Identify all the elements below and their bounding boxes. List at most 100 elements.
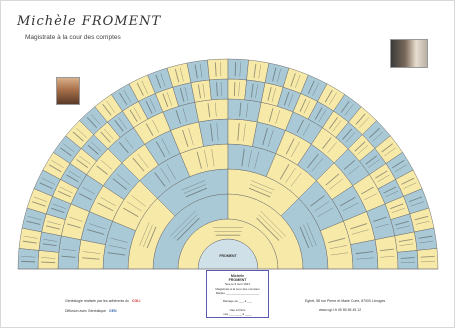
ancestor-text xyxy=(329,92,337,105)
ancestor-text xyxy=(127,201,142,212)
ancestor-text xyxy=(322,137,332,149)
page-title: Michèle FROMENT xyxy=(17,14,162,29)
ancestor-text xyxy=(169,210,196,237)
ancestor-text xyxy=(377,174,390,183)
ancestor-text xyxy=(21,256,36,258)
ancestor-cell xyxy=(186,59,210,83)
ancestor-text xyxy=(199,63,203,78)
subject-info-line: Née à Paris xyxy=(229,307,246,312)
ancestor-text xyxy=(149,98,157,112)
ancestor-text xyxy=(26,220,41,225)
ancestor-text xyxy=(51,160,64,168)
ancestor-text xyxy=(329,245,347,250)
ancestor-text xyxy=(210,123,214,142)
ancestor-text xyxy=(296,119,304,133)
ancestor-text xyxy=(339,196,356,207)
ancestor-text xyxy=(398,238,413,242)
subject-info-line: née ___ ____ à ____ xyxy=(223,311,252,316)
ancestor-text xyxy=(357,144,369,155)
ancestor-text xyxy=(314,201,329,212)
ancestor-text xyxy=(348,165,360,175)
ancestor-cell xyxy=(57,235,82,270)
ancestor-text xyxy=(311,157,324,172)
ancestor-text xyxy=(237,123,240,141)
ancestor-text xyxy=(122,207,139,218)
ancestor-cell xyxy=(227,58,249,81)
ancestor-text xyxy=(196,151,202,169)
ancestor-text xyxy=(267,129,274,147)
ancestor-text xyxy=(317,207,333,218)
ancestor-text xyxy=(183,184,207,194)
ancestor-text xyxy=(247,150,252,168)
ancestor-text xyxy=(207,103,211,118)
ancestor-text xyxy=(220,82,222,97)
ancestor-text xyxy=(173,214,198,239)
ancestor-text xyxy=(267,86,272,101)
ancestor-text xyxy=(33,196,48,202)
ancestor-text xyxy=(391,207,405,213)
ancestor-text xyxy=(303,224,313,248)
ancestor-text xyxy=(385,190,399,198)
ancestor-text xyxy=(312,82,320,96)
ancestor-text xyxy=(87,229,105,235)
ancestor-text xyxy=(79,155,91,165)
ancestor-text xyxy=(86,117,97,128)
footer-software: Diffusion avec Généatique xyxy=(65,309,106,313)
ancestor-text xyxy=(410,201,424,207)
ancestor-text xyxy=(303,100,311,114)
ancestor-cell xyxy=(207,58,229,81)
ancestor-text xyxy=(359,117,370,128)
ancestor-text xyxy=(112,178,128,190)
ancestor-text xyxy=(254,151,260,169)
subject-info-line: Magistrate à la cour des comptes xyxy=(215,286,260,291)
ancestor-text xyxy=(415,220,430,225)
ancestor-text xyxy=(97,202,114,212)
ancestor-text xyxy=(396,225,410,230)
ancestor-text xyxy=(181,180,205,191)
ancestor-text xyxy=(290,141,300,157)
footer-credit: Généalogie réalisée par les adhérents du xyxy=(65,299,130,303)
ancestor-text xyxy=(249,184,273,194)
ancestor-text xyxy=(182,108,187,122)
ancestor-text xyxy=(258,214,283,239)
ancestor-text xyxy=(124,137,134,149)
ancestor-text xyxy=(306,222,317,246)
ancestor-text xyxy=(90,141,102,152)
ancestor-text xyxy=(351,229,369,235)
ancestor-text xyxy=(137,153,149,168)
ancestor-cell xyxy=(350,239,379,270)
ancestor-text xyxy=(418,235,433,239)
ancestor-text xyxy=(132,157,145,172)
ancestor-text xyxy=(176,217,200,241)
geneatique-logo: GEN xyxy=(109,309,117,313)
ancestor-text xyxy=(107,252,126,256)
ancestor-text xyxy=(45,225,60,230)
ancestor-text xyxy=(354,141,366,152)
ancestor-text xyxy=(188,128,194,146)
ancestor-text xyxy=(216,82,218,97)
ancestor-text xyxy=(174,68,180,83)
ancestor-text xyxy=(233,82,236,97)
ancestor-text xyxy=(41,261,56,264)
ancestor-cell xyxy=(194,98,229,123)
ancestor-text xyxy=(290,172,302,187)
ancestor-text xyxy=(136,82,144,96)
ancestor-text xyxy=(110,237,128,243)
ancestor-text xyxy=(27,216,42,221)
ancestor-text xyxy=(59,186,73,194)
ancestor-text xyxy=(102,103,112,116)
ancestor-text xyxy=(88,223,106,230)
ancestor-text xyxy=(361,186,374,195)
ancestor-text xyxy=(375,223,389,228)
ancestor-text xyxy=(103,128,114,140)
ancestor-text xyxy=(32,201,46,207)
ancestor-text xyxy=(285,168,296,183)
ancestor-text xyxy=(63,143,75,153)
ancestor-text xyxy=(350,223,368,230)
ancestor-text xyxy=(179,67,184,82)
ancestor-text xyxy=(275,110,281,124)
ancestor-cell xyxy=(227,118,258,147)
ancestor-text xyxy=(57,190,71,198)
ancestor-text xyxy=(166,164,177,180)
ancestor-text xyxy=(41,177,55,185)
